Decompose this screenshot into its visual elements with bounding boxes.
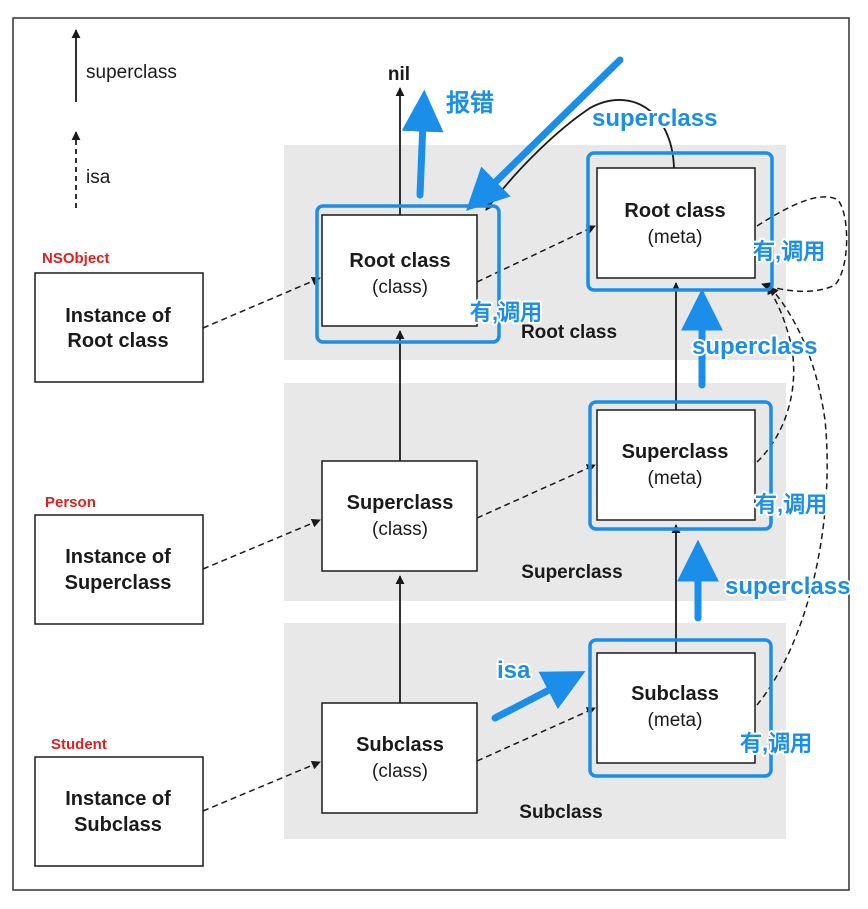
- meta-root-box: Root class (meta): [596, 167, 756, 279]
- isa-arrow-rootmeta-self-loop: [756, 196, 848, 293]
- instance-superclass-box: Instance of Superclass: [34, 514, 204, 625]
- superclass-arrow-rootmeta-to-root-class: [485, 99, 675, 211]
- legend-superclass-label: superclass: [86, 62, 177, 83]
- class-subclass-box: Subclass (class): [321, 702, 478, 814]
- nil-label: nil: [388, 64, 410, 85]
- annotation-isa: isa: [497, 657, 531, 684]
- blue-arrow-top-superclass: [465, 56, 624, 211]
- instance-superclass-line2: Superclass: [65, 572, 172, 594]
- instance-superclass-line1: Instance of: [65, 546, 171, 568]
- meta-subclass-box: Subclass (meta): [596, 652, 756, 764]
- tag-student: Student: [51, 736, 107, 753]
- class-subclass-name: Subclass: [356, 734, 444, 756]
- annotation-superclass-meta-found: 有,调用: [755, 492, 827, 517]
- annotation-root-class-found: 有,调用: [470, 300, 542, 325]
- isa-arrow-root-instance: [202, 277, 321, 329]
- class-superclass-box: Superclass (class): [321, 460, 478, 572]
- meta-superclass-kind: (meta): [648, 468, 703, 489]
- class-superclass-name: Superclass: [347, 492, 454, 514]
- highlight-root-class: [315, 204, 501, 344]
- highlight-superclass-meta: [588, 400, 773, 531]
- meta-subclass-name: Subclass: [631, 683, 719, 705]
- annotation-root-meta-found: 有,调用: [753, 239, 825, 264]
- band-label-root: Root class: [521, 322, 617, 343]
- isa-arrow-superclass-class-to-meta: [476, 464, 596, 519]
- isa-arrow-subclass-instance: [202, 760, 321, 812]
- isa-arrow-superclass-instance: [202, 518, 321, 570]
- class-subclass-kind: (class): [372, 761, 428, 782]
- annotation-superclass-low: superclass: [725, 573, 850, 600]
- diagram-frame: [12, 17, 850, 891]
- annotation-subclass-meta-found: 有,调用: [740, 731, 812, 756]
- blue-arrow-isa: [491, 671, 586, 722]
- isa-arrow-supermeta-to-rootmeta: [756, 285, 795, 463]
- class-root-kind: (class): [372, 277, 428, 298]
- highlight-subclass-meta: [588, 638, 773, 778]
- annotation-superclass-mid: superclass: [692, 333, 817, 360]
- meta-superclass-name: Superclass: [622, 441, 729, 463]
- isa-arrow-root-class-to-meta: [476, 225, 596, 283]
- tag-person: Person: [45, 494, 96, 511]
- highlight-root-meta: [586, 151, 774, 292]
- instance-root-box: Instance of Root class: [34, 272, 204, 383]
- blue-arrow-error-up: [401, 89, 444, 199]
- meta-subclass-kind: (meta): [648, 710, 703, 731]
- meta-root-name: Root class: [624, 200, 725, 222]
- band-label-subclass: Subclass: [519, 802, 602, 823]
- instance-subclass-line2: Subclass: [74, 814, 162, 836]
- meta-root-kind: (meta): [648, 227, 703, 248]
- annotation-error: 报错: [446, 90, 494, 117]
- class-superclass-kind: (class): [372, 519, 428, 540]
- band-label-superclass: Superclass: [521, 562, 622, 583]
- instance-subclass-box: Instance of Subclass: [34, 756, 204, 867]
- instance-root-line2: Root class: [67, 330, 168, 352]
- annotation-top-superclass: superclass: [592, 105, 717, 132]
- instance-root-line1: Instance of: [65, 305, 171, 327]
- meta-superclass-box: Superclass (meta): [596, 409, 756, 521]
- tag-nsobject: NSObject: [42, 250, 110, 267]
- isa-arrow-submeta-to-rootmeta: [756, 286, 828, 706]
- legend-isa-label: isa: [86, 167, 111, 188]
- instance-subclass-line1: Instance of: [65, 788, 171, 810]
- isa-arrow-subclass-class-to-meta: [476, 707, 596, 762]
- class-root-box: Root class (class): [321, 214, 478, 327]
- class-root-name: Root class: [349, 250, 450, 272]
